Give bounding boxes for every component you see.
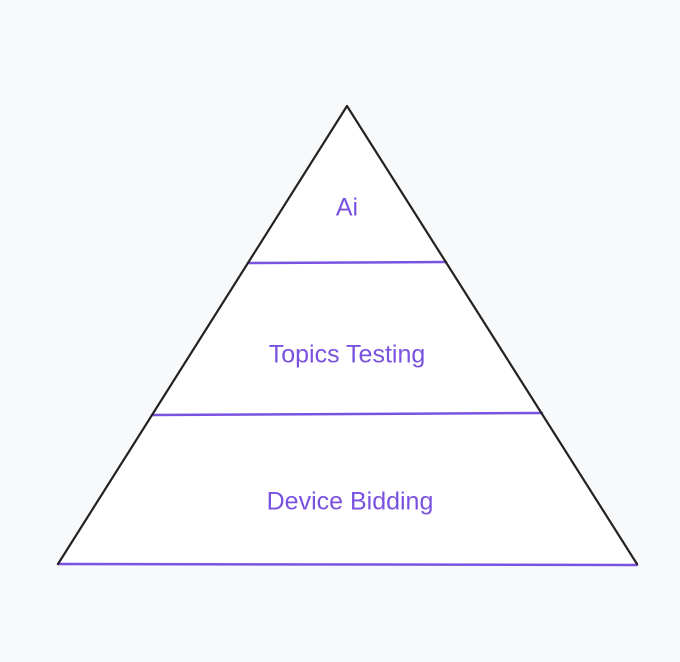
tier-divider-middle: [150, 411, 544, 417]
tier-label-middle: Topics Testing: [269, 341, 426, 369]
pyramid-base-line: [56, 562, 639, 567]
tier-label-bottom: Device Bidding: [267, 488, 434, 516]
pyramid-right-edge: [345, 104, 639, 566]
pyramid-left-edge: [56, 104, 349, 566]
tier-divider-top: [247, 260, 448, 265]
tier-label-top: Ai: [336, 194, 358, 222]
pyramid-body: [58, 106, 637, 564]
